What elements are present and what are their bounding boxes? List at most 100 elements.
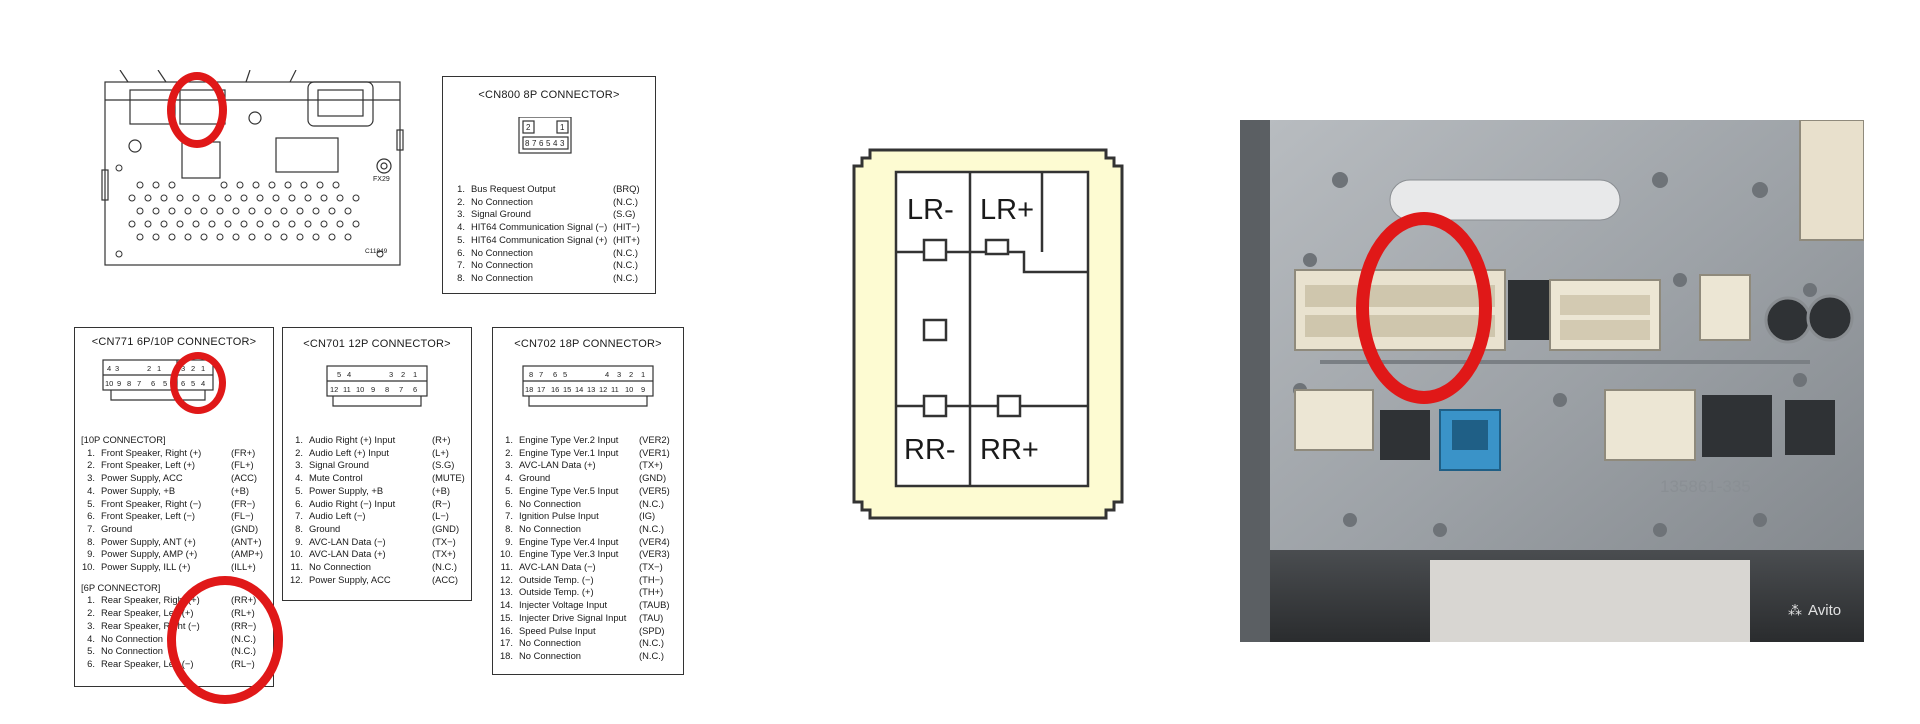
- pin-number: 4.: [87, 484, 95, 496]
- pin-code: (L+): [432, 446, 449, 458]
- cn771-pin-top-label: 4: [107, 364, 111, 373]
- pin-row: 9.Power Supply, AMP (+)(AMP+): [81, 548, 271, 561]
- pin-description: AVC-LAN Data (+): [309, 548, 386, 560]
- pin-number: 3.: [295, 459, 303, 471]
- pin-code: (VER1): [639, 446, 670, 458]
- pin-description: AVC-LAN Data (+): [519, 459, 596, 471]
- section-heading-6p: [6P CONNECTOR]: [81, 581, 161, 593]
- cn702-pin-top-label: 3: [617, 370, 621, 379]
- pin-row: 13.Outside Temp. (+)(TH+): [499, 586, 681, 599]
- pin-description: Ground: [309, 522, 341, 534]
- avito-logo-icon: ⁂: [1788, 602, 1802, 618]
- pin-row: 10.AVC-LAN Data (+)(TX+): [289, 548, 469, 561]
- pin-code: (TH−): [639, 573, 664, 585]
- cn702-pin-top-label: 6: [553, 370, 557, 379]
- pin-number: 4.: [505, 472, 513, 484]
- pin-row: 1.Engine Type Ver.2 Input(VER2): [499, 434, 681, 447]
- pin-row: 11.AVC-LAN Data (−)(TX−): [499, 561, 681, 574]
- pin-description: AVC-LAN Data (−): [309, 535, 386, 547]
- pin-description: No Connection: [519, 522, 582, 534]
- pin-description: No Connection: [519, 497, 582, 509]
- pin-description: Bus Request Output: [471, 183, 556, 194]
- highlight-ring-6p-plug: [170, 352, 226, 414]
- pin-description: No Connection: [471, 246, 534, 258]
- cn702-pin-top-label: 2: [629, 370, 633, 379]
- cn771-pin-bottom-label: 5: [163, 379, 167, 388]
- pin-row: 7.No Connection(N.C.): [451, 259, 649, 272]
- cn800-pin-bottom-label: 6: [539, 139, 544, 148]
- pin-number: 15.: [499, 611, 513, 623]
- pin-code: (R−): [432, 497, 451, 509]
- pin-number: 5.: [87, 497, 95, 509]
- pin-number: 5.: [87, 645, 95, 657]
- pin-description: No Connection: [471, 271, 534, 283]
- cn800-connector-panel: <CN800 8P CONNECTOR> 2 1 8 7 6 5 4 3 1.B…: [442, 76, 656, 294]
- pin-description: Power Supply, ILL (+): [101, 561, 191, 573]
- cn702-title: <CN702 18P CONNECTOR>: [514, 338, 662, 350]
- pin-row: 5.Power Supply, +B(+B): [289, 485, 469, 498]
- pin-number: 4.: [457, 221, 465, 233]
- pin-code: (FR+): [231, 446, 256, 458]
- pin-row: 2.Engine Type Ver.1 Input(VER1): [499, 447, 681, 460]
- pin-number: 7.: [457, 259, 465, 271]
- pin-row: 17.No Connection(N.C.): [499, 637, 681, 650]
- cn701-pin-bottom-label: 6: [413, 385, 417, 394]
- cn702-pin-bottom-label: 12: [599, 385, 607, 394]
- cn800-pinout-diagram: 2 1 8 7 6 5 4 3: [516, 116, 576, 162]
- cn800-pin-bottom-label: 3: [560, 139, 565, 148]
- pin-row: 3.Signal Ground(S.G): [289, 459, 469, 472]
- pin-row: 5.Front Speaker, Right (−)(FR−): [81, 498, 271, 511]
- head-unit-outline: [101, 69, 404, 266]
- pin-row: 9.AVC-LAN Data (−)(TX−): [289, 536, 469, 549]
- pin-number: 4.: [87, 632, 95, 644]
- pin-number: 3.: [505, 459, 513, 471]
- pin-row: 6.No Connection(N.C.): [499, 498, 681, 511]
- pin-code: (FL+): [231, 459, 254, 471]
- pin-description: Outside Temp. (+): [519, 586, 594, 598]
- pin-number: 6.: [87, 657, 95, 669]
- pin-description: Injecter Voltage Input: [519, 599, 608, 611]
- pin-code: (TAU): [639, 611, 664, 623]
- pin-code: (VER2): [639, 434, 670, 445]
- pin-description: Power Supply, AMP (+): [101, 548, 198, 560]
- cn702-pin-bottom-label: 13: [587, 385, 595, 394]
- pin-number: 5.: [295, 484, 303, 496]
- head-unit-rear-diagram: FX29 C11849: [100, 69, 410, 272]
- pin-number: 3.: [87, 619, 95, 631]
- pin-number: 7.: [505, 510, 513, 522]
- pin-description: Ignition Pulse Input: [519, 510, 599, 522]
- cn771-pin-top-label: 2: [147, 364, 151, 373]
- pin-description: No Connection: [309, 561, 372, 573]
- pin-number: 14.: [499, 599, 513, 611]
- pin-description: Ground: [519, 472, 551, 484]
- pin-code: (+B): [432, 484, 450, 496]
- pin-number: 8.: [505, 522, 513, 534]
- pin-description: Speed Pulse Input: [519, 624, 596, 636]
- pin-row: 6.Audio Right (−) Input(R−): [289, 498, 469, 511]
- pin-number: 10.: [289, 548, 303, 560]
- pin-row: 3.AVC-LAN Data (+)(TX+): [499, 459, 681, 472]
- pin-description: Front Speaker, Left (−): [101, 510, 196, 522]
- pin-number: 10.: [81, 561, 95, 573]
- pin-code: (GND): [432, 522, 460, 534]
- cn701-pin-top-label: 1: [413, 370, 417, 379]
- pin-number: 1.: [87, 594, 95, 606]
- cn771-title: <CN771 6P/10P CONNECTOR>: [91, 336, 257, 348]
- pin-code: (N.C.): [639, 637, 664, 649]
- pin-row: 10.Engine Type Ver.3 Input(VER3): [499, 548, 681, 561]
- cn771-pin-bottom-label: 10: [105, 379, 113, 388]
- pin-description: Front Speaker, Left (+): [101, 459, 196, 471]
- pin-code: (ANT+): [231, 535, 262, 547]
- cn701-pin-top-label: 2: [401, 370, 405, 379]
- pin-row: 9.Engine Type Ver.4 Input(VER4): [499, 536, 681, 549]
- pin-code: (TX−): [432, 535, 456, 547]
- cn701-pinout-diagram: 5 4 3 2 1 12 11 10 9 8 7 6: [325, 362, 431, 415]
- pin-row: 4.HIT64 Communication Signal (−)(HIT−): [451, 221, 649, 234]
- watermark-text: Avito: [1808, 602, 1842, 619]
- cn701-pin-bottom-label: 9: [371, 385, 375, 394]
- pin-code: (S.G): [613, 208, 636, 220]
- pin-code: (FL−): [231, 510, 254, 522]
- cn701-pin-top-label: 3: [389, 370, 393, 379]
- avito-watermark: ⁂ Avito: [1788, 602, 1841, 619]
- pin-number: 8.: [87, 535, 95, 547]
